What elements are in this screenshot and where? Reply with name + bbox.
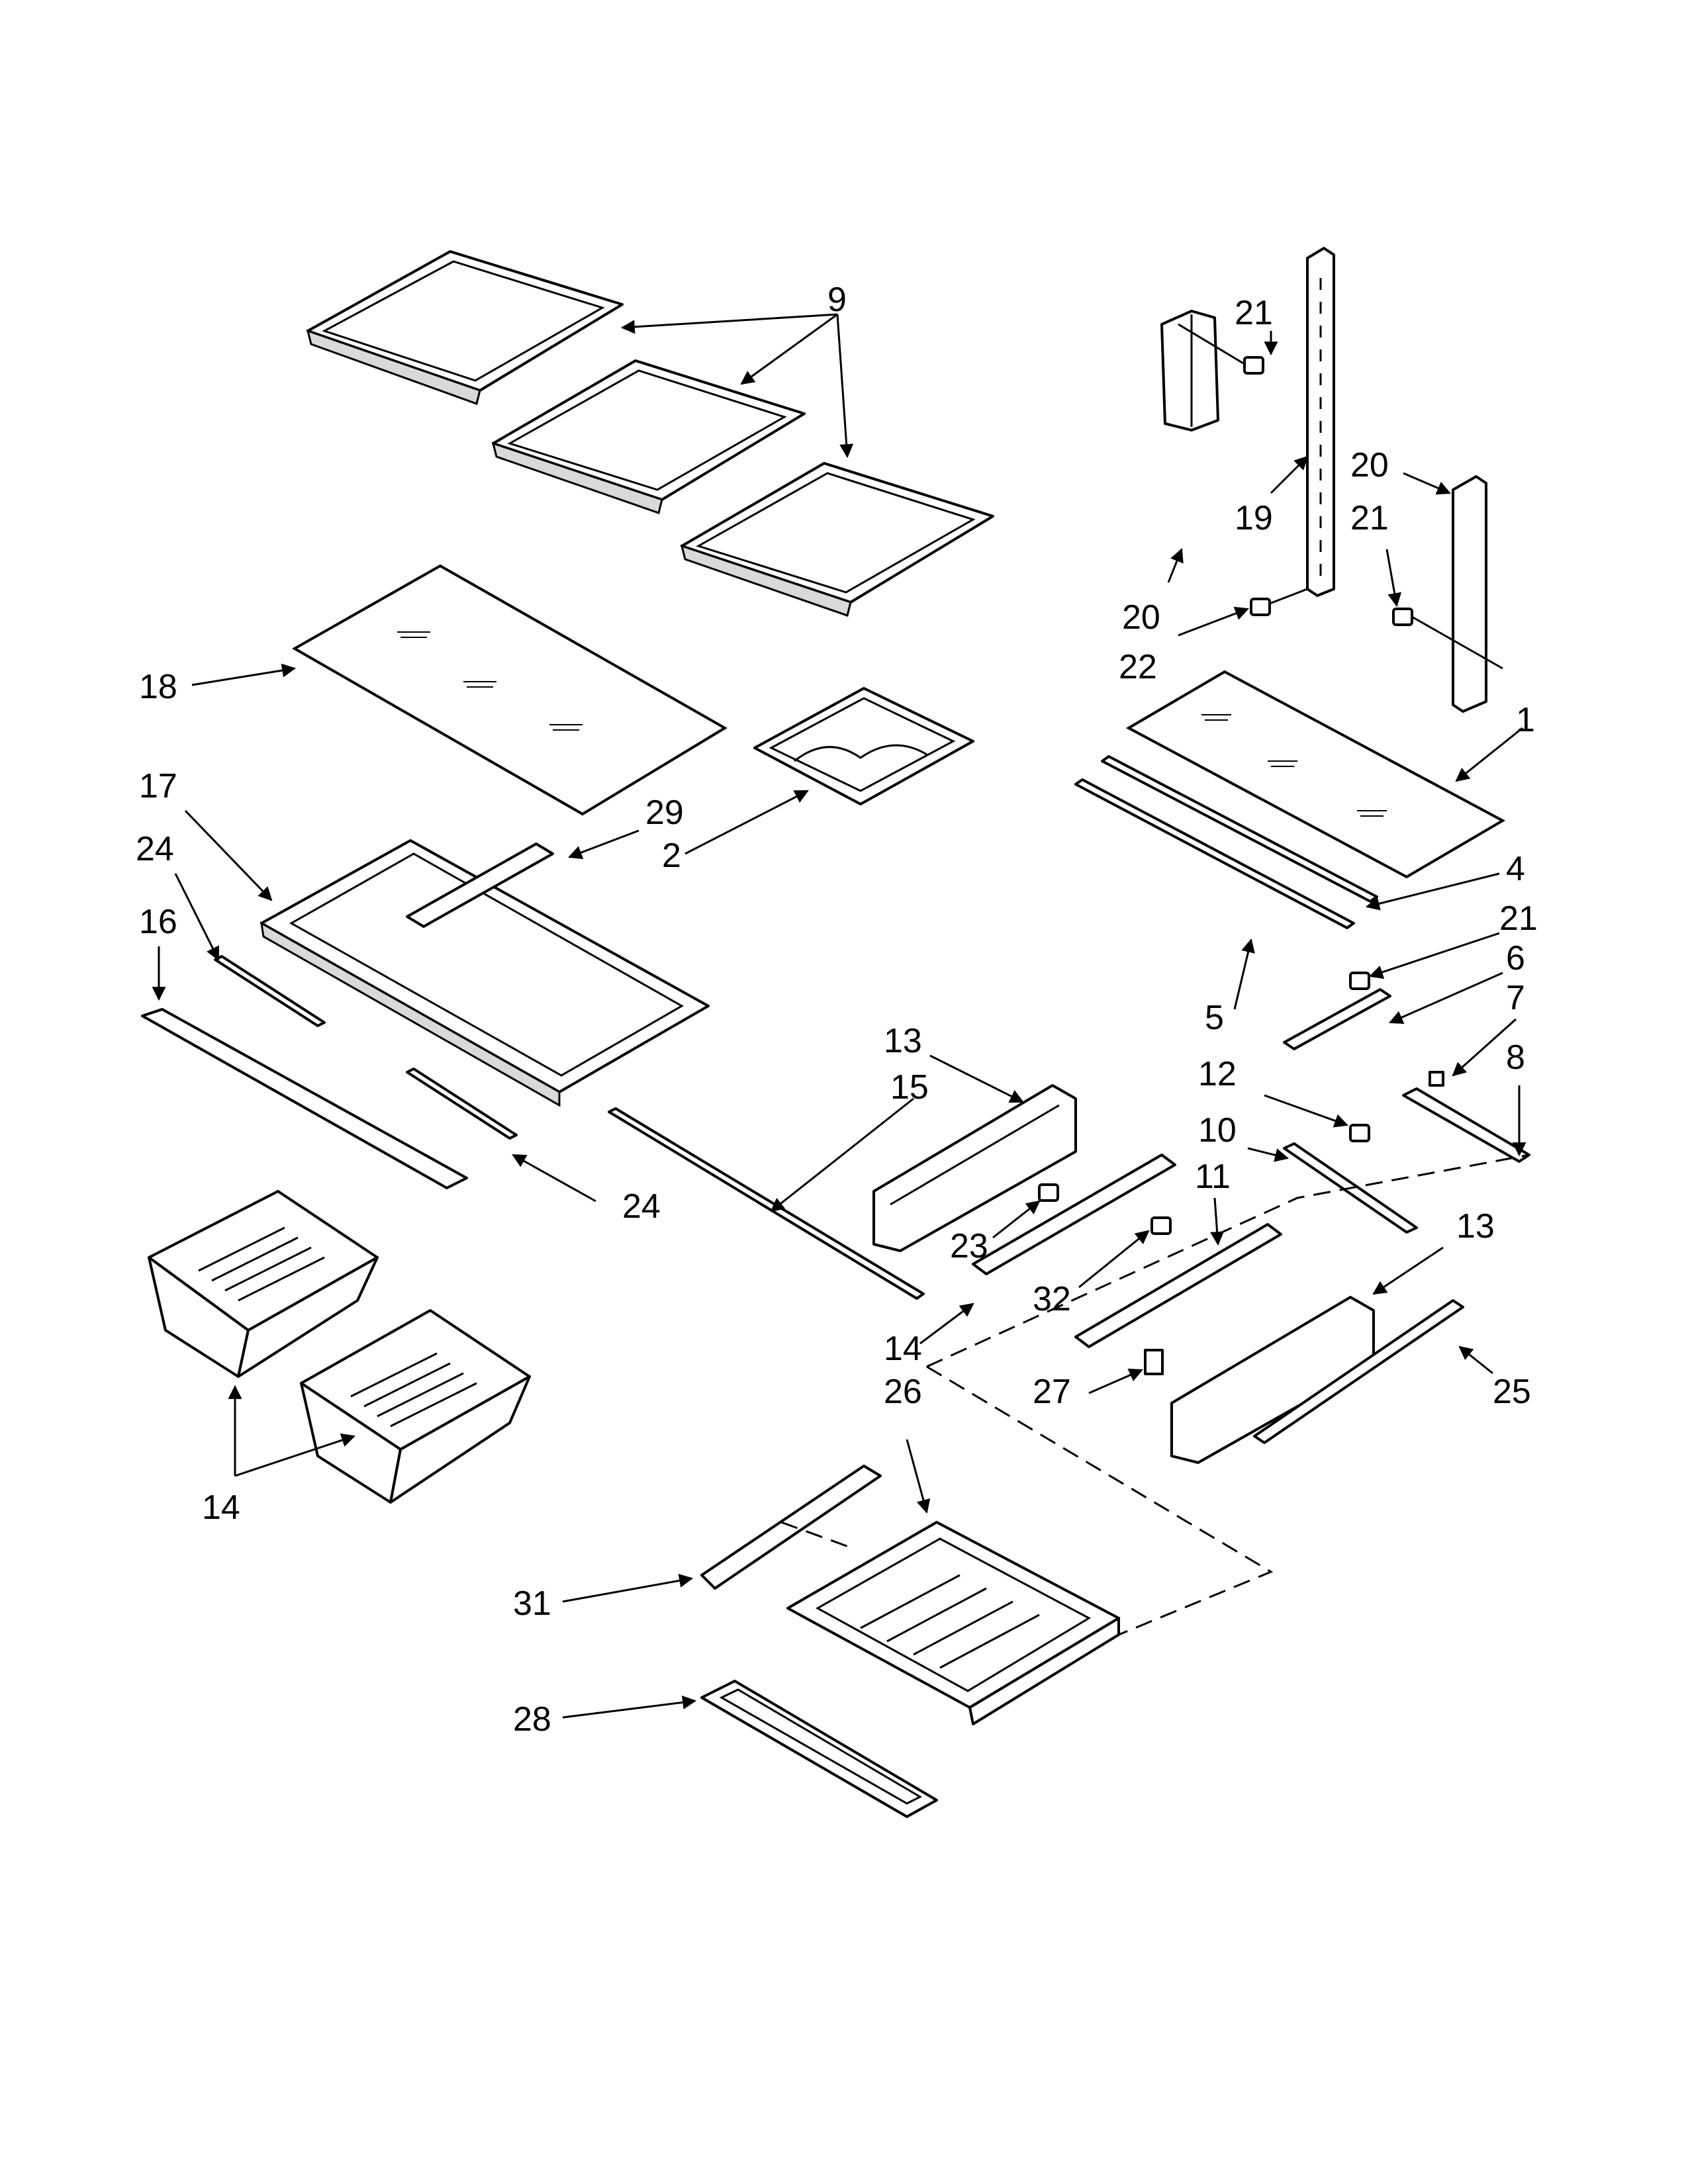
slide-24-bottom: [406, 1068, 518, 1140]
rod-25: [1253, 1299, 1464, 1444]
callout-8: 8: [1506, 1038, 1525, 1077]
front-trim-28: [700, 1680, 938, 1818]
assembly-dash-a: [926, 1365, 1274, 1636]
glass-shelf-18: [291, 564, 727, 816]
glass-shelf-1: [1125, 670, 1506, 879]
callout-9: 9: [827, 281, 847, 319]
trim-strip-4: [1101, 755, 1378, 903]
bracket-6: [1283, 988, 1391, 1050]
callout-27: 27: [1033, 1373, 1071, 1411]
callout-2: 2: [662, 837, 681, 875]
callout-10: 10: [1198, 1111, 1237, 1150]
callout-21-mid: 21: [1499, 899, 1538, 938]
callout-11: 11: [1195, 1158, 1231, 1196]
callout-14-mid: 14: [884, 1330, 922, 1368]
screw-22: [1250, 588, 1308, 616]
callout-18: 18: [139, 668, 177, 706]
callout-4: 4: [1506, 850, 1525, 888]
callout-13-lower: 13: [1456, 1207, 1495, 1246]
crisper-drawer-14-left: [148, 1190, 379, 1378]
callout-1: 1: [1516, 701, 1535, 739]
callout-14-left: 14: [202, 1488, 240, 1527]
bracket-8: [1402, 1087, 1530, 1163]
rail-19: [1306, 247, 1335, 597]
callout-5: 5: [1205, 999, 1224, 1037]
drawer-side-13-upper: [872, 1084, 1077, 1252]
rod-15: [608, 1107, 925, 1300]
drawer-tray-26: [786, 1521, 1120, 1725]
bracket-20-right: [1452, 475, 1487, 713]
screw-21-a: [1178, 323, 1264, 375]
clip-7: [1429, 1071, 1444, 1087]
callout-21-right: 21: [1350, 499, 1389, 537]
callout-23: 23: [950, 1227, 988, 1265]
assembly-dash-c: [780, 1521, 855, 1550]
callout-24-top: 24: [136, 830, 174, 868]
screw-32: [1150, 1216, 1172, 1235]
callout-32: 32: [1033, 1280, 1071, 1318]
shelf-frame-a: [306, 250, 624, 405]
shelf-frame-c: [680, 462, 994, 617]
callout-31: 31: [513, 1584, 551, 1623]
crisper-drawer-14-right: [300, 1309, 531, 1504]
clip-27: [1144, 1349, 1164, 1375]
callout-24-bottom: 24: [622, 1187, 661, 1226]
callout-28: 28: [513, 1700, 551, 1739]
callout-7: 7: [1506, 979, 1525, 1017]
callout-26: 26: [884, 1373, 922, 1411]
trim-strip-5: [1074, 778, 1355, 929]
wine-rack-2: [753, 687, 974, 805]
callout-22: 22: [1119, 648, 1157, 686]
shelf-frame-b: [491, 359, 806, 514]
callout-20-left: 20: [1122, 598, 1160, 637]
slide-24-top: [214, 955, 326, 1027]
divider-31: [700, 1465, 882, 1590]
slide-14: [972, 1154, 1176, 1275]
screw-23: [1038, 1183, 1059, 1202]
callout-25: 25: [1493, 1373, 1531, 1411]
callout-20-right: 20: [1350, 446, 1389, 484]
callout-29: 29: [645, 794, 684, 832]
rail-11: [1074, 1223, 1282, 1348]
trim-16: [141, 1008, 468, 1189]
callout-17: 17: [139, 767, 177, 805]
screw-12: [1349, 1124, 1370, 1142]
callout-12: 12: [1198, 1055, 1237, 1093]
screw-21-c: [1349, 972, 1370, 990]
callout-19: 19: [1235, 499, 1273, 537]
shelf-assembly-17: [260, 839, 710, 1107]
assembly-dash-b: [926, 1154, 1530, 1368]
callout-6: 6: [1506, 939, 1525, 978]
callout-16: 16: [139, 903, 177, 941]
screw-21-b: [1392, 608, 1503, 670]
callout-21-top: 21: [1235, 294, 1273, 332]
callout-13-upper: 13: [884, 1022, 922, 1060]
callout-15: 15: [890, 1068, 929, 1107]
bracket-20-left: [1160, 310, 1219, 432]
leader-lines: [152, 313, 1526, 1719]
